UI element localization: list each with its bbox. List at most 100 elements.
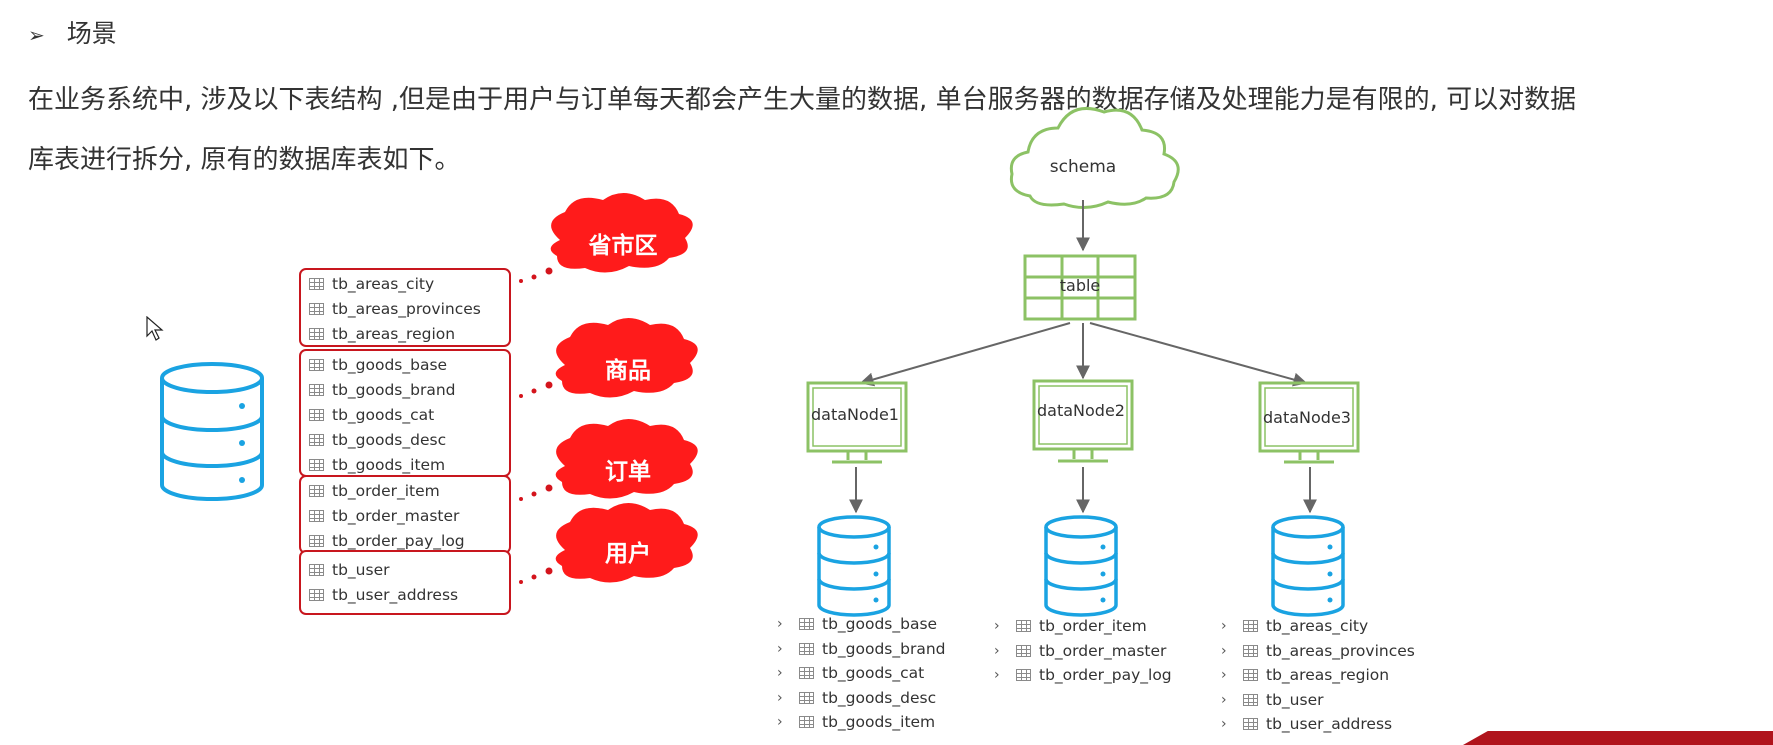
table-row: tb_goods_cat — [301, 402, 509, 427]
table-icon — [309, 302, 324, 315]
table-name: tb_areas_region — [332, 324, 456, 343]
list-item[interactable]: › tb_user — [1221, 688, 1415, 713]
list-item[interactable]: › tb_areas_region — [1221, 663, 1415, 688]
cloud-provinces-icon — [550, 193, 693, 273]
list-item[interactable]: › tb_goods_brand — [777, 637, 946, 662]
table-name: tb_user_address — [1266, 715, 1393, 734]
list-item[interactable]: › tb_order_pay_log — [994, 663, 1172, 688]
chevron-right-icon[interactable]: › — [777, 714, 783, 731]
cloud-label-goods: 商品 — [605, 358, 651, 384]
chevron-right-icon[interactable]: › — [1221, 618, 1227, 635]
datanode-label-2: dataNode2 — [1037, 401, 1125, 420]
table-name: tb_goods_brand — [822, 639, 946, 658]
table-icon — [309, 433, 324, 446]
list-item[interactable]: › tb_goods_cat — [777, 661, 946, 686]
chevron-right-icon[interactable]: › — [994, 618, 1000, 635]
list-item[interactable]: › tb_areas_city — [1221, 614, 1415, 639]
table-icon — [1243, 718, 1258, 731]
table-name: tb_order_pay_log — [1039, 666, 1172, 685]
table-icon — [309, 534, 324, 547]
node-database-icon-1 — [817, 515, 891, 617]
table-name: tb_user_address — [332, 585, 459, 604]
table-name: tb_goods_cat — [822, 664, 925, 683]
datanode-2-table-list: › tb_order_item › tb_order_master › tb_orde… — [994, 614, 1172, 688]
heading-text: 场景 — [66, 19, 117, 48]
table-name: tb_areas_city — [332, 274, 435, 293]
table-icon — [309, 509, 324, 522]
mouse-cursor-icon — [146, 316, 164, 341]
table-name: tb_areas_provinces — [332, 299, 481, 318]
table-label: table — [1059, 276, 1101, 295]
description-paragraph: 在业务系统中, 涉及以下表结构 ,但是由于用户与订单每天都会产生大量的数据, 单… — [28, 70, 1748, 190]
chevron-right-icon[interactable]: › — [1221, 642, 1227, 659]
table-name: tb_order_master — [1039, 641, 1167, 660]
table-name: tb_order_item — [1039, 617, 1147, 636]
table-icon — [309, 408, 324, 421]
table-name: tb_goods_brand — [332, 380, 456, 399]
table-row: tb_areas_city — [301, 271, 509, 296]
flow-arrows — [849, 200, 1317, 514]
table-icon — [309, 588, 324, 601]
list-item[interactable]: › tb_order_master — [994, 639, 1172, 664]
table-name: tb_goods_desc — [822, 688, 937, 707]
table-row: tb_goods_desc — [301, 427, 509, 452]
chevron-right-icon[interactable]: › — [777, 640, 783, 657]
list-item[interactable]: › tb_areas_provinces — [1221, 639, 1415, 664]
monitor-icon-3 — [1258, 381, 1360, 464]
chevron-right-icon[interactable]: › — [1221, 667, 1227, 684]
table-icon — [309, 484, 324, 497]
table-row: tb_goods_brand — [301, 377, 509, 402]
table-row: tb_order_master — [301, 503, 509, 528]
table-icon — [309, 327, 324, 340]
table-icon — [309, 277, 324, 290]
table-row: tb_order_pay_log — [301, 528, 509, 553]
arrow-bullet-icon: ➢ — [28, 23, 45, 47]
chevron-right-icon[interactable]: › — [994, 642, 1000, 659]
table-group-order: tb_order_item tb_order_master tb_order_p… — [299, 475, 511, 554]
datanode-label-3: dataNode3 — [1263, 408, 1351, 427]
section-heading: ➢ 场景 — [28, 14, 117, 50]
chevron-right-icon[interactable]: › — [777, 689, 783, 706]
chevron-right-icon[interactable]: › — [1221, 691, 1227, 708]
table-row: tb_areas_provinces — [301, 296, 509, 321]
chevron-right-icon[interactable]: › — [777, 616, 783, 633]
table-name: tb_order_item — [332, 481, 440, 500]
table-name: tb_goods_item — [332, 455, 446, 474]
table-name: tb_areas_region — [1266, 666, 1390, 685]
table-name: tb_goods_item — [822, 713, 936, 732]
table-row: tb_user_address — [301, 582, 509, 607]
table-icon — [799, 667, 814, 680]
monitor-icon-1 — [806, 381, 908, 464]
database-icon — [160, 362, 264, 501]
table-group-goods: tb_goods_base tb_goods_brand tb_goods_ca… — [299, 349, 511, 477]
chevron-right-icon[interactable]: › — [777, 665, 783, 682]
node-database-icon-3 — [1271, 515, 1345, 617]
paragraph-line-1: 在业务系统中, 涉及以下表结构 ,但是由于用户与订单每天都会产生大量的数据, 单… — [28, 85, 1577, 115]
table-name: tb_user — [1266, 690, 1324, 709]
schema-cloud-icon — [1009, 107, 1180, 209]
table-row: tb_goods_item — [301, 452, 509, 477]
list-item[interactable]: ›tb_goods_base — [777, 612, 946, 637]
table-row: tb_order_item — [301, 478, 509, 503]
datanode-label-1: dataNode1 — [811, 405, 899, 424]
table-icon — [799, 716, 814, 729]
node-database-icon-2 — [1044, 515, 1118, 617]
table-icon — [1243, 669, 1258, 682]
list-item[interactable]: › tb_order_item — [994, 614, 1172, 639]
list-item[interactable]: › tb_goods_item — [777, 710, 946, 735]
monitor-icon-2 — [1032, 379, 1134, 463]
chevron-right-icon[interactable]: › — [1221, 716, 1227, 733]
chevron-right-icon[interactable]: › — [994, 667, 1000, 684]
table-icon — [1243, 644, 1258, 657]
table-name: tb_goods_cat — [332, 405, 435, 424]
table-name: tb_areas_provinces — [1266, 641, 1415, 660]
datanode-3-table-list: › tb_areas_city › tb_areas_provinces › tb_a… — [1221, 614, 1415, 737]
table-name: tb_areas_city — [1266, 617, 1369, 636]
list-item[interactable]: › tb_goods_desc — [777, 686, 946, 711]
table-icon — [1016, 644, 1031, 657]
cloud-order-icon — [555, 419, 698, 499]
table-name: tb_goods_base — [332, 355, 448, 374]
list-item[interactable]: › tb_user_address — [1221, 712, 1415, 737]
